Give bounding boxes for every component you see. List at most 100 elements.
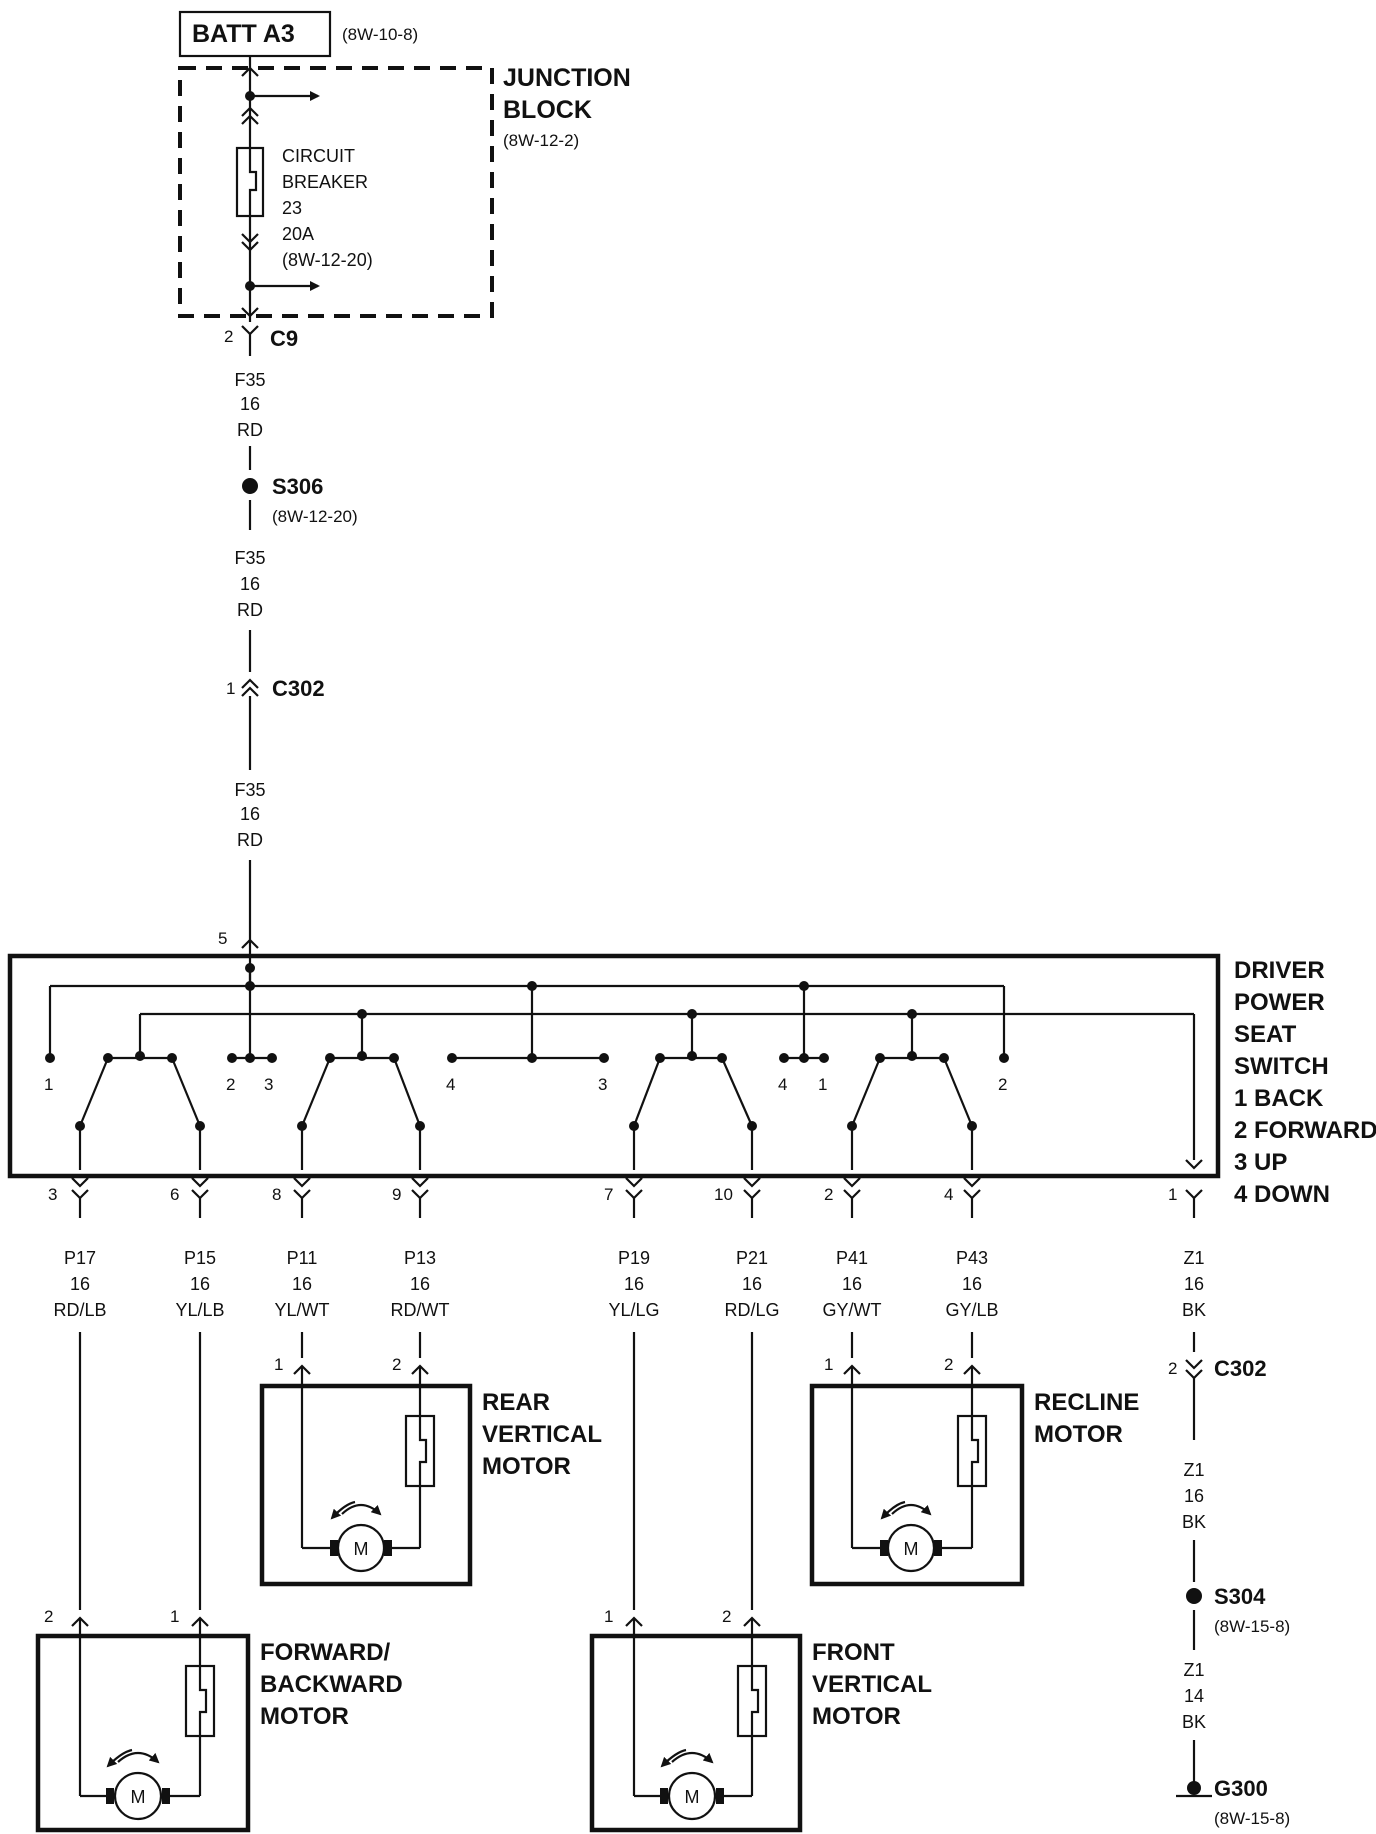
circuit-breaker-line-1: CIRCUIT — [282, 146, 355, 166]
wire-p17-circuit: P17 — [64, 1248, 96, 1268]
wire-z1-low-circuit: Z1 — [1183, 1660, 1204, 1680]
wire-z1-circuit: Z1 — [1183, 1248, 1204, 1268]
wire-p15-circuit: P15 — [184, 1248, 216, 1268]
c302-top-label: C302 — [272, 676, 325, 701]
wire-z1-color: BK — [1182, 1300, 1206, 1320]
circuit-breaker-line-2: BREAKER — [282, 172, 368, 192]
batt-ref: (8W-10-8) — [342, 25, 418, 44]
s306-ref: (8W-12-20) — [272, 507, 358, 526]
front-vertical-motor: 1 2 M FRONT VERTICAL MOTOR — [589, 1607, 932, 1833]
wire-z1-mid-color: BK — [1182, 1512, 1206, 1532]
driver-power-seat-switch: 5 DRIVER POWER SEAT SWITCH 1 BACK 2 FORW… — [7, 929, 1376, 1208]
wire-p15-color: YL/LB — [175, 1300, 224, 1320]
s304-ref: (8W-15-8) — [1214, 1617, 1290, 1636]
circuit-breaker-line-4: 20A — [282, 224, 314, 244]
front-vertical-title-1: FRONT — [812, 1639, 895, 1666]
forward-backward-motor: 2 1 M FORWARD/ BACKWARD MOTOR — [35, 1607, 403, 1833]
wire-p41-gauge: 16 — [842, 1274, 862, 1294]
switch-title-4: SWITCH — [1234, 1053, 1329, 1080]
switch-legend-2: 2 FORWARD — [1234, 1117, 1376, 1144]
wire-p19-circuit: P19 — [618, 1248, 650, 1268]
recline-title-1: RECLINE — [1034, 1389, 1139, 1416]
wire-z1-low-color: BK — [1182, 1712, 1206, 1732]
splice-s304: S304 (8W-15-8) — [1186, 1584, 1290, 1650]
batt-label: BATT A3 — [192, 20, 295, 48]
g300-ref: (8W-15-8) — [1214, 1809, 1290, 1828]
junction-block-ref: (8W-12-2) — [503, 131, 579, 150]
switch-input-pin: 5 — [218, 929, 227, 948]
wire-z1-gauge: 16 — [1184, 1274, 1204, 1294]
wire-p17-gauge: 16 — [70, 1274, 90, 1294]
front-vertical-motor-symbol: M — [685, 1787, 700, 1807]
ground-icon — [1187, 1781, 1201, 1795]
forward-backward-title-1: FORWARD/ — [260, 1639, 391, 1666]
forward-backward-title-2: BACKWARD — [260, 1671, 403, 1698]
switch-legend-1: 1 BACK — [1234, 1085, 1324, 1112]
rear-vertical-motor: 1 2 M REAR VERTICAL MOTOR — [259, 1355, 602, 1587]
forward-backward-title-3: MOTOR — [260, 1703, 349, 1730]
forward-backward-pin-b: 1 — [170, 1607, 179, 1626]
recline-motor: 1 2 M RECLINE MOTOR — [809, 1355, 1139, 1587]
wire-z1-low: Z1 14 BK — [1182, 1660, 1206, 1782]
recline-title-2: MOTOR — [1034, 1421, 1123, 1448]
junction-block-title-1: JUNCTION — [503, 64, 631, 92]
output-pin-2: 6 — [170, 1185, 179, 1204]
s304-label: S304 — [1214, 1584, 1266, 1609]
wire-f35-circuit-2: F35 — [234, 548, 265, 568]
wire-p43-circuit: P43 — [956, 1248, 988, 1268]
wire-p13-circuit: P13 — [404, 1248, 436, 1268]
connector-c302-bottom: 2 C302 — [1168, 1356, 1267, 1440]
rear-vertical-pin-a: 1 — [274, 1355, 283, 1374]
front-vertical-title-3: MOTOR — [812, 1703, 901, 1730]
wire-f35-gauge: 16 — [240, 394, 260, 414]
output-pin-8: 4 — [944, 1185, 953, 1204]
wire-p17-color: RD/LB — [53, 1300, 106, 1320]
switch-group-1 — [75, 1051, 205, 1170]
wire-f35-color: RD — [237, 420, 263, 440]
wire-p13-color: RD/WT — [391, 1300, 450, 1320]
wire-f35-seg2: F35 16 RD — [234, 548, 266, 672]
c302-bottom-label: C302 — [1214, 1356, 1267, 1381]
contact-label-4: 4 — [446, 1075, 455, 1094]
switch-group-4 — [847, 1014, 977, 1170]
wire-z1-mid-gauge: 16 — [1184, 1486, 1204, 1506]
rear-vertical-title-1: REAR — [482, 1389, 550, 1416]
output-pin-1: 3 — [48, 1185, 57, 1204]
contact-label-3: 3 — [264, 1075, 273, 1094]
wire-p21-color: RD/LG — [724, 1300, 779, 1320]
c302-bottom-pin: 2 — [1168, 1359, 1177, 1378]
recline-pin-b: 2 — [944, 1355, 953, 1374]
recline-pin-a: 1 — [824, 1355, 833, 1374]
front-vertical-title-2: VERTICAL — [812, 1671, 932, 1698]
contact-label-6: 4 — [778, 1075, 787, 1094]
switch-title-3: SEAT — [1234, 1021, 1297, 1048]
forward-backward-pin-a: 2 — [44, 1607, 53, 1626]
switch-title-2: POWER — [1234, 989, 1325, 1016]
circuit-breaker-line-3: 23 — [282, 198, 302, 218]
wire-f35-seg3: F35 16 RD — [234, 780, 266, 940]
rear-vertical-title-2: VERTICAL — [482, 1421, 602, 1448]
c9-label: C9 — [270, 326, 298, 351]
connector-c302-top: 1 C302 — [226, 676, 325, 770]
wire-z1-low-gauge: 14 — [1184, 1686, 1204, 1706]
wire-p11-circuit: P11 — [287, 1248, 318, 1268]
ground-g300: G300 (8W-15-8) — [1176, 1776, 1290, 1828]
wire-z1-mid: Z1 16 BK — [1182, 1460, 1206, 1582]
contact-label-5: 3 — [598, 1075, 607, 1094]
batt-a3: BATT A3 (8W-10-8) — [178, 10, 418, 58]
output-pin-9: 1 — [1168, 1185, 1177, 1204]
output-wire-labels: P17 16 RD/LB P15 16 YL/LB P11 16 YL/WT P… — [53, 1248, 1206, 1320]
wire-f35-seg1: F35 16 RD — [234, 370, 266, 470]
wire-p15-gauge: 16 — [190, 1274, 210, 1294]
wire-p13-gauge: 16 — [410, 1274, 430, 1294]
front-vertical-pin-b: 2 — [722, 1607, 731, 1626]
circuit-breaker-symbol — [235, 146, 265, 218]
wire-f35-circuit: F35 — [234, 370, 265, 390]
wire-f35-color-3: RD — [237, 830, 263, 850]
wire-f35-gauge-2: 16 — [240, 574, 260, 594]
forward-backward-motor-symbol: M — [131, 1787, 146, 1807]
wire-p41-circuit: P41 — [836, 1248, 868, 1268]
switch-title-1: DRIVER — [1234, 957, 1325, 984]
wire-f35-gauge-3: 16 — [240, 804, 260, 824]
